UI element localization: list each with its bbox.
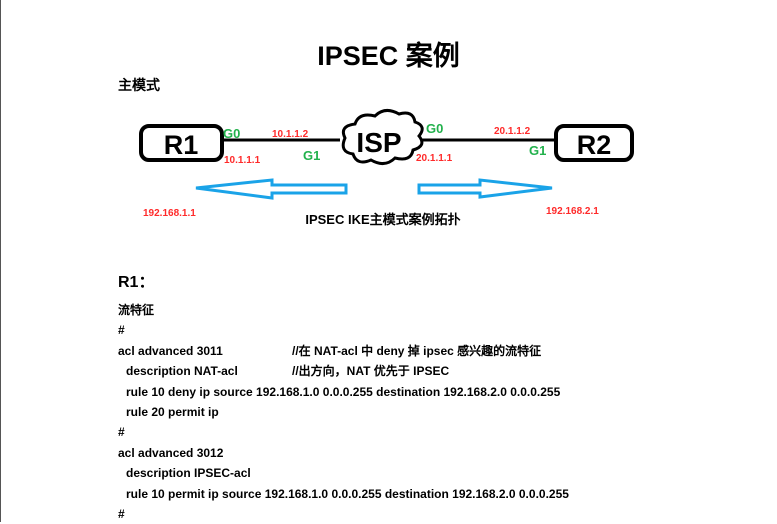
config-comment: //在 NAT-acl 中 deny 掉 ipsec 感兴趣的流特征: [292, 343, 542, 358]
config-line: acl advanced 3012: [118, 443, 569, 463]
config-line: #: [118, 422, 569, 442]
config-line: rule 10 deny ip source 192.168.1.0 0.0.0…: [118, 382, 569, 402]
isp-g0-label: G0: [426, 121, 443, 136]
lan-right-ip: 192.168.2.1: [546, 206, 599, 217]
config-line: acl advanced 3011 //在 NAT-acl 中 deny 掉 ip…: [118, 341, 569, 361]
config-line: rule 20 permit ip: [118, 402, 569, 422]
arrow-left-icon: [195, 178, 348, 200]
config-text: rule 10 permit ip source 192.168.1.0 0.0…: [126, 486, 569, 501]
lan-left-ip: 192.168.1.1: [143, 208, 196, 219]
config-text: 流特征: [118, 303, 155, 317]
r1-ip: 10.1.1.1: [224, 155, 261, 166]
arrow-right-icon: [417, 178, 553, 199]
config-text: rule 10 deny ip source 192.168.1.0 0.0.0…: [126, 384, 561, 399]
subtitle: 主模式: [118, 77, 160, 93]
config-text: #: [118, 425, 125, 440]
router-r2-box: [554, 124, 634, 162]
diagram-caption: IPSEC IKE主模式案例拓扑: [305, 212, 460, 227]
config-text: #: [118, 506, 125, 521]
isp-g1-label: G1: [303, 148, 320, 163]
r1-g0-label: G0: [223, 126, 240, 141]
r2-g1-label: G1: [529, 143, 546, 158]
config-line: description IPSEC-acl: [118, 463, 569, 483]
config-line: #: [118, 320, 569, 340]
config-line: #: [118, 504, 569, 524]
config-text: description IPSEC-acl: [126, 466, 251, 481]
router-r1-box: [139, 124, 224, 162]
config-text: rule 20 permit ip: [126, 404, 219, 419]
config-comment: //出方向，NAT 优先于 IPSEC: [292, 364, 450, 379]
config-text: acl advanced 3011: [118, 343, 223, 358]
page-edge: [0, 0, 1, 522]
isp-label: ISP: [356, 127, 401, 158]
isp-ip-left: 10.1.1.2: [272, 129, 309, 140]
config-text: description NAT-acl: [126, 364, 238, 379]
section-heading: R1：: [118, 274, 155, 291]
router-r1-label: R1: [164, 130, 199, 160]
config-block: 流特征 # acl advanced 3011 //在 NAT-acl 中 deny …: [118, 300, 569, 524]
isp-ip-right: 20.1.1.1: [416, 153, 453, 164]
config-line: description NAT-acl //出方向，NAT 优先于 IPSEC: [118, 361, 569, 381]
page-title: IPSEC 案例: [317, 41, 460, 71]
isp-cloud-icon: [341, 109, 424, 165]
router-r2-label: R2: [577, 130, 612, 160]
config-line: rule 10 permit ip source 192.168.1.0 0.0…: [118, 484, 569, 504]
config-line: 流特征: [118, 300, 569, 320]
config-text: #: [118, 323, 125, 338]
topology-diagram: R1 R2 ISP G0 G1 G0 G1 10.1.1.1 10.1.1.2 …: [139, 109, 634, 227]
r2-ip: 20.1.1.2: [494, 126, 531, 137]
config-text: acl advanced 3012: [118, 445, 224, 460]
